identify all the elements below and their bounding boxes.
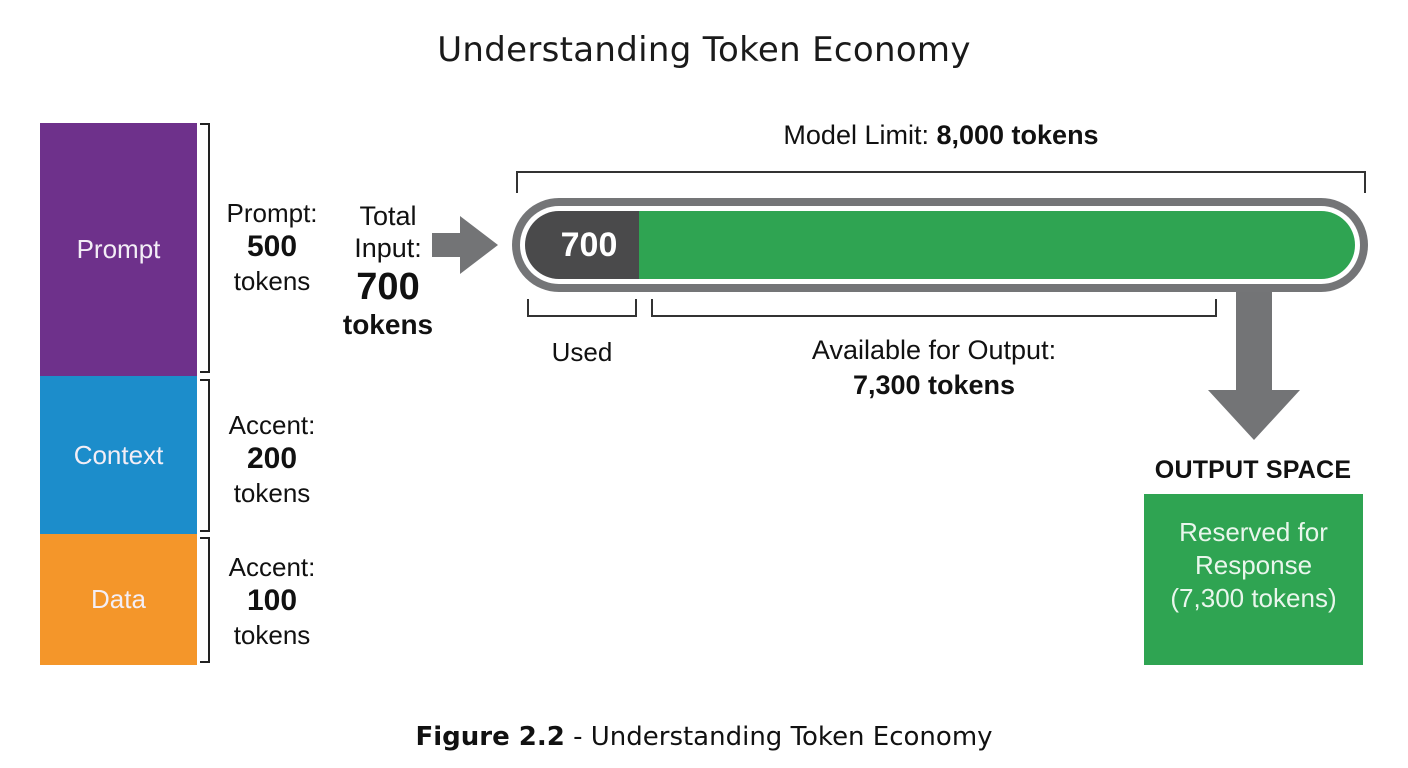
total-input-label: Total Input: 700 tokens [332,200,444,342]
data-token-unit: tokens [233,620,311,650]
used-label: Used [551,337,613,367]
prompt-token-count: 500 [246,230,298,263]
prompt-bracket [200,123,210,373]
figure-number: Figure 2.2 [415,722,565,752]
total-input-count: 700 [356,266,420,308]
data-bracket [200,537,210,663]
context-token-count: 200 [246,442,298,475]
available-label-text: Available for Output: [811,335,1057,365]
available-segment [639,211,1355,279]
prompt-label-text: Prompt: [226,198,318,228]
figure-caption-text: - Understanding Token Economy [564,722,993,752]
figure-caption: Figure 2.2 - Understanding Token Economy [0,722,1408,752]
data-block: Data [40,534,197,665]
context-block-label: Context [73,439,164,470]
model-limit-text: Model Limit: [783,120,929,150]
data-token-count: 100 [246,584,298,617]
output-line2: Response [1194,550,1313,580]
model-limit-label: Model Limit: 8,000 tokens [516,120,1366,151]
available-label-value: 7,300 tokens [852,370,1016,400]
model-limit-bracket [516,171,1366,193]
context-token-label: Accent: 200 tokens [212,408,332,510]
used-segment: 700 [525,211,639,279]
arrow-right-icon [432,216,498,274]
output-line3: (7,300 tokens) [1170,583,1337,613]
data-block-label: Data [91,584,146,614]
context-block: Context [40,376,197,534]
data-label-text: Accent: [228,552,316,582]
arrow-down-icon [1208,280,1300,440]
total-line1: Total [359,201,417,231]
available-bracket [651,299,1217,317]
used-segment-value: 700 [560,225,618,264]
context-bracket [200,379,210,532]
total-line2: Input: [354,233,422,263]
output-space-title: OUTPUT SPACE [1154,456,1352,484]
total-input-unit: tokens [342,309,434,340]
data-token-label: Accent: 100 tokens [212,550,332,652]
prompt-block-label: Prompt [76,234,161,264]
prompt-block: Prompt [40,123,197,376]
prompt-token-unit: tokens [233,266,311,296]
output-space-box: Reserved for Response (7,300 tokens) [1144,494,1363,665]
prompt-token-label: Prompt: 500 tokens [212,196,332,298]
output-line1: Reserved for [1179,517,1328,547]
used-bracket [527,299,637,317]
available-label: Available for Output: 7,300 tokens [652,333,1216,403]
model-limit-value: 8,000 tokens [936,120,1099,150]
context-token-unit: tokens [233,478,311,508]
context-label-text: Accent: [228,410,316,440]
diagram-title: Understanding Token Economy [437,30,971,70]
token-bar: 700 [512,198,1368,292]
